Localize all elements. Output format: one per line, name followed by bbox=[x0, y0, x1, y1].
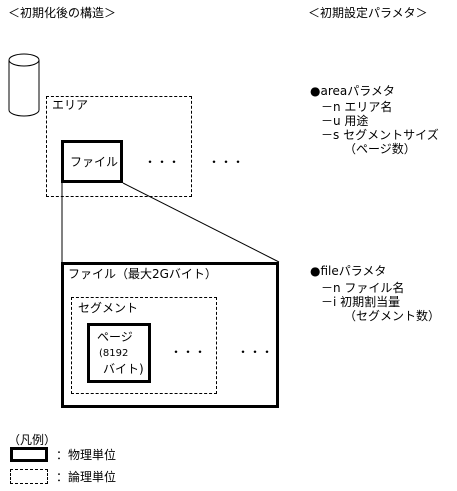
parameters-heading: ＜初期設定パラメタ＞ bbox=[308, 6, 428, 20]
segment-label: セグメント bbox=[78, 301, 139, 315]
legend-physical-swatch bbox=[10, 447, 48, 462]
file-param-item: －n ファイル名 bbox=[321, 281, 405, 295]
area-param-item: －n エリア名 bbox=[321, 100, 393, 114]
area-file-label: ファイル bbox=[70, 155, 119, 169]
area-params-title: ●areaパラメタ bbox=[310, 84, 395, 98]
segment-box bbox=[71, 297, 217, 394]
area-param-item: （ページ数） bbox=[344, 142, 416, 156]
area-label: エリア bbox=[52, 98, 91, 112]
structure-heading: ＜初期化後の構造＞ bbox=[8, 6, 117, 20]
area-param-item: －u 用途 bbox=[321, 114, 369, 128]
page-size-number: (8192 bbox=[99, 348, 129, 359]
area-box bbox=[46, 96, 192, 197]
area-param-item: －s セグメントサイズ bbox=[321, 128, 439, 142]
file-params-title: ●fileパラメタ bbox=[310, 264, 387, 278]
page-label: ページ bbox=[97, 330, 133, 344]
database-icon bbox=[8, 53, 40, 117]
area-file-box bbox=[61, 140, 123, 183]
legend-physical-label: ：物理単位 bbox=[56, 448, 117, 462]
legend-logical-swatch bbox=[10, 469, 48, 484]
segment-ellipsis-1: ・・・ bbox=[170, 345, 207, 359]
legend-title: （凡例） bbox=[8, 433, 57, 447]
page-box bbox=[87, 323, 151, 383]
area-ellipsis-2: ・・・ bbox=[208, 155, 245, 169]
area-ellipsis-1: ・・・ bbox=[144, 155, 181, 169]
segment-ellipsis-2: ・・・ bbox=[237, 345, 274, 359]
file-detail-label: ファイル（最大2Gバイト） bbox=[68, 267, 217, 281]
file-param-item: －i 初期割当量 bbox=[321, 295, 401, 309]
file-param-item: （セグメント数） bbox=[344, 309, 441, 323]
legend-logical-label: ：論理単位 bbox=[56, 470, 117, 484]
page-size-unit: バイト) bbox=[103, 362, 144, 376]
